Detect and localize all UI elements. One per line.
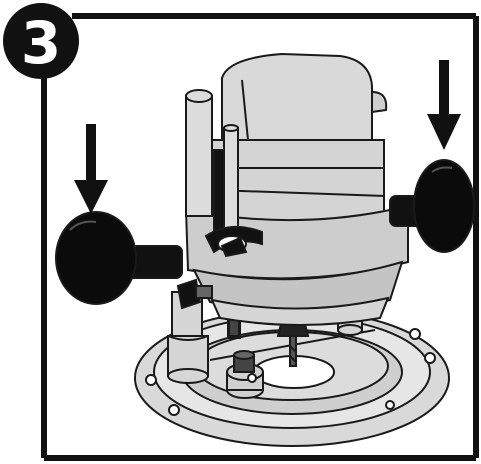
arrow-down-icon	[427, 60, 461, 150]
motor-housing	[184, 52, 409, 326]
right-handle-knob	[389, 159, 475, 253]
cord-post	[185, 79, 249, 229]
figure-frame	[41, 13, 479, 461]
lock-knob	[176, 278, 213, 310]
arrow-down-icon	[74, 124, 108, 214]
depth-gauge-rod	[213, 149, 225, 231]
step-number: 3	[21, 9, 61, 77]
step-badge-icon: 3	[3, 3, 79, 79]
depth-lock-lever	[204, 225, 263, 258]
left-handle-knob	[55, 211, 183, 305]
depth-stop-turret	[226, 350, 264, 399]
